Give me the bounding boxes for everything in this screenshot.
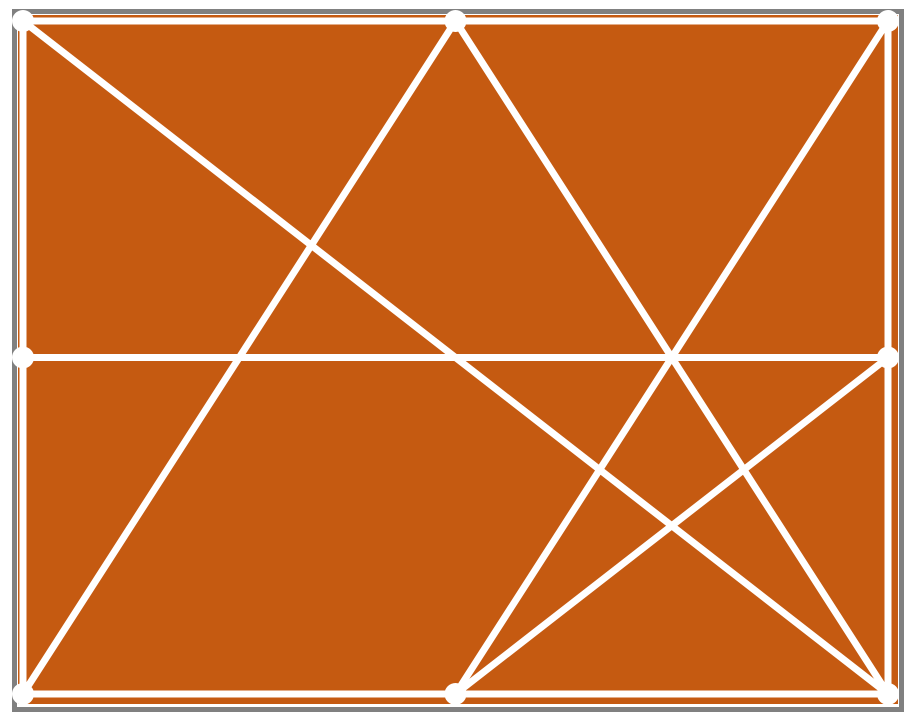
segment-tr-bm xyxy=(452,17,892,698)
vertex-tr xyxy=(877,10,899,32)
vertex-mr xyxy=(877,346,899,369)
segment-tl-br xyxy=(19,17,892,698)
vertex-tm xyxy=(444,10,467,32)
vertex-br xyxy=(877,683,899,705)
vertex-tl xyxy=(12,10,34,32)
segment-mr-bm xyxy=(452,354,892,698)
vertex-bm xyxy=(444,683,467,705)
vertex-bl xyxy=(12,683,34,705)
segment-tm-bl xyxy=(19,17,459,698)
vertices-group xyxy=(12,10,899,705)
vertex-ml xyxy=(12,346,34,369)
segments-group xyxy=(19,17,892,698)
